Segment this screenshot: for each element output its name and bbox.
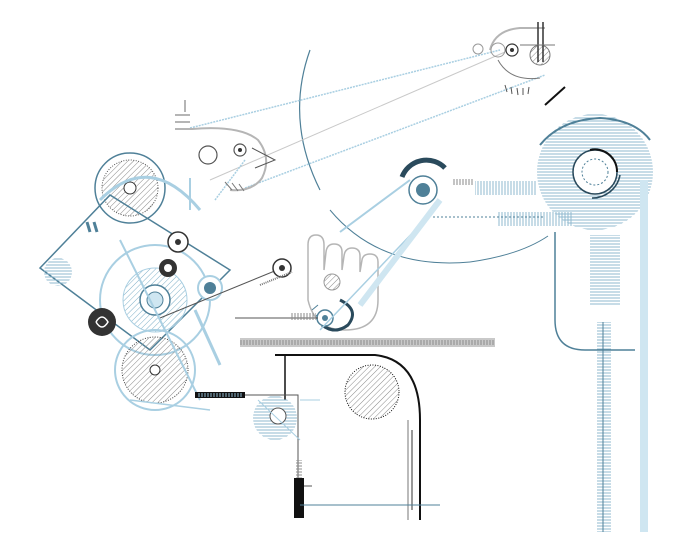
bottom-mechanism (275, 354, 421, 520)
central-pulley (339, 157, 447, 306)
pulley-icon (537, 114, 653, 230)
spring-icon (433, 179, 573, 226)
cable-icon (195, 392, 440, 518)
background-arcs (299, 49, 549, 264)
misc-strokes (319, 198, 443, 331)
spring-icon (240, 338, 495, 347)
vertical-rails (554, 180, 648, 532)
lever-arm-icon (472, 22, 566, 106)
gear-icon (38, 152, 293, 411)
hand-icon (235, 234, 379, 332)
bird-head-icon (175, 100, 277, 192)
cable-icon (189, 49, 546, 201)
